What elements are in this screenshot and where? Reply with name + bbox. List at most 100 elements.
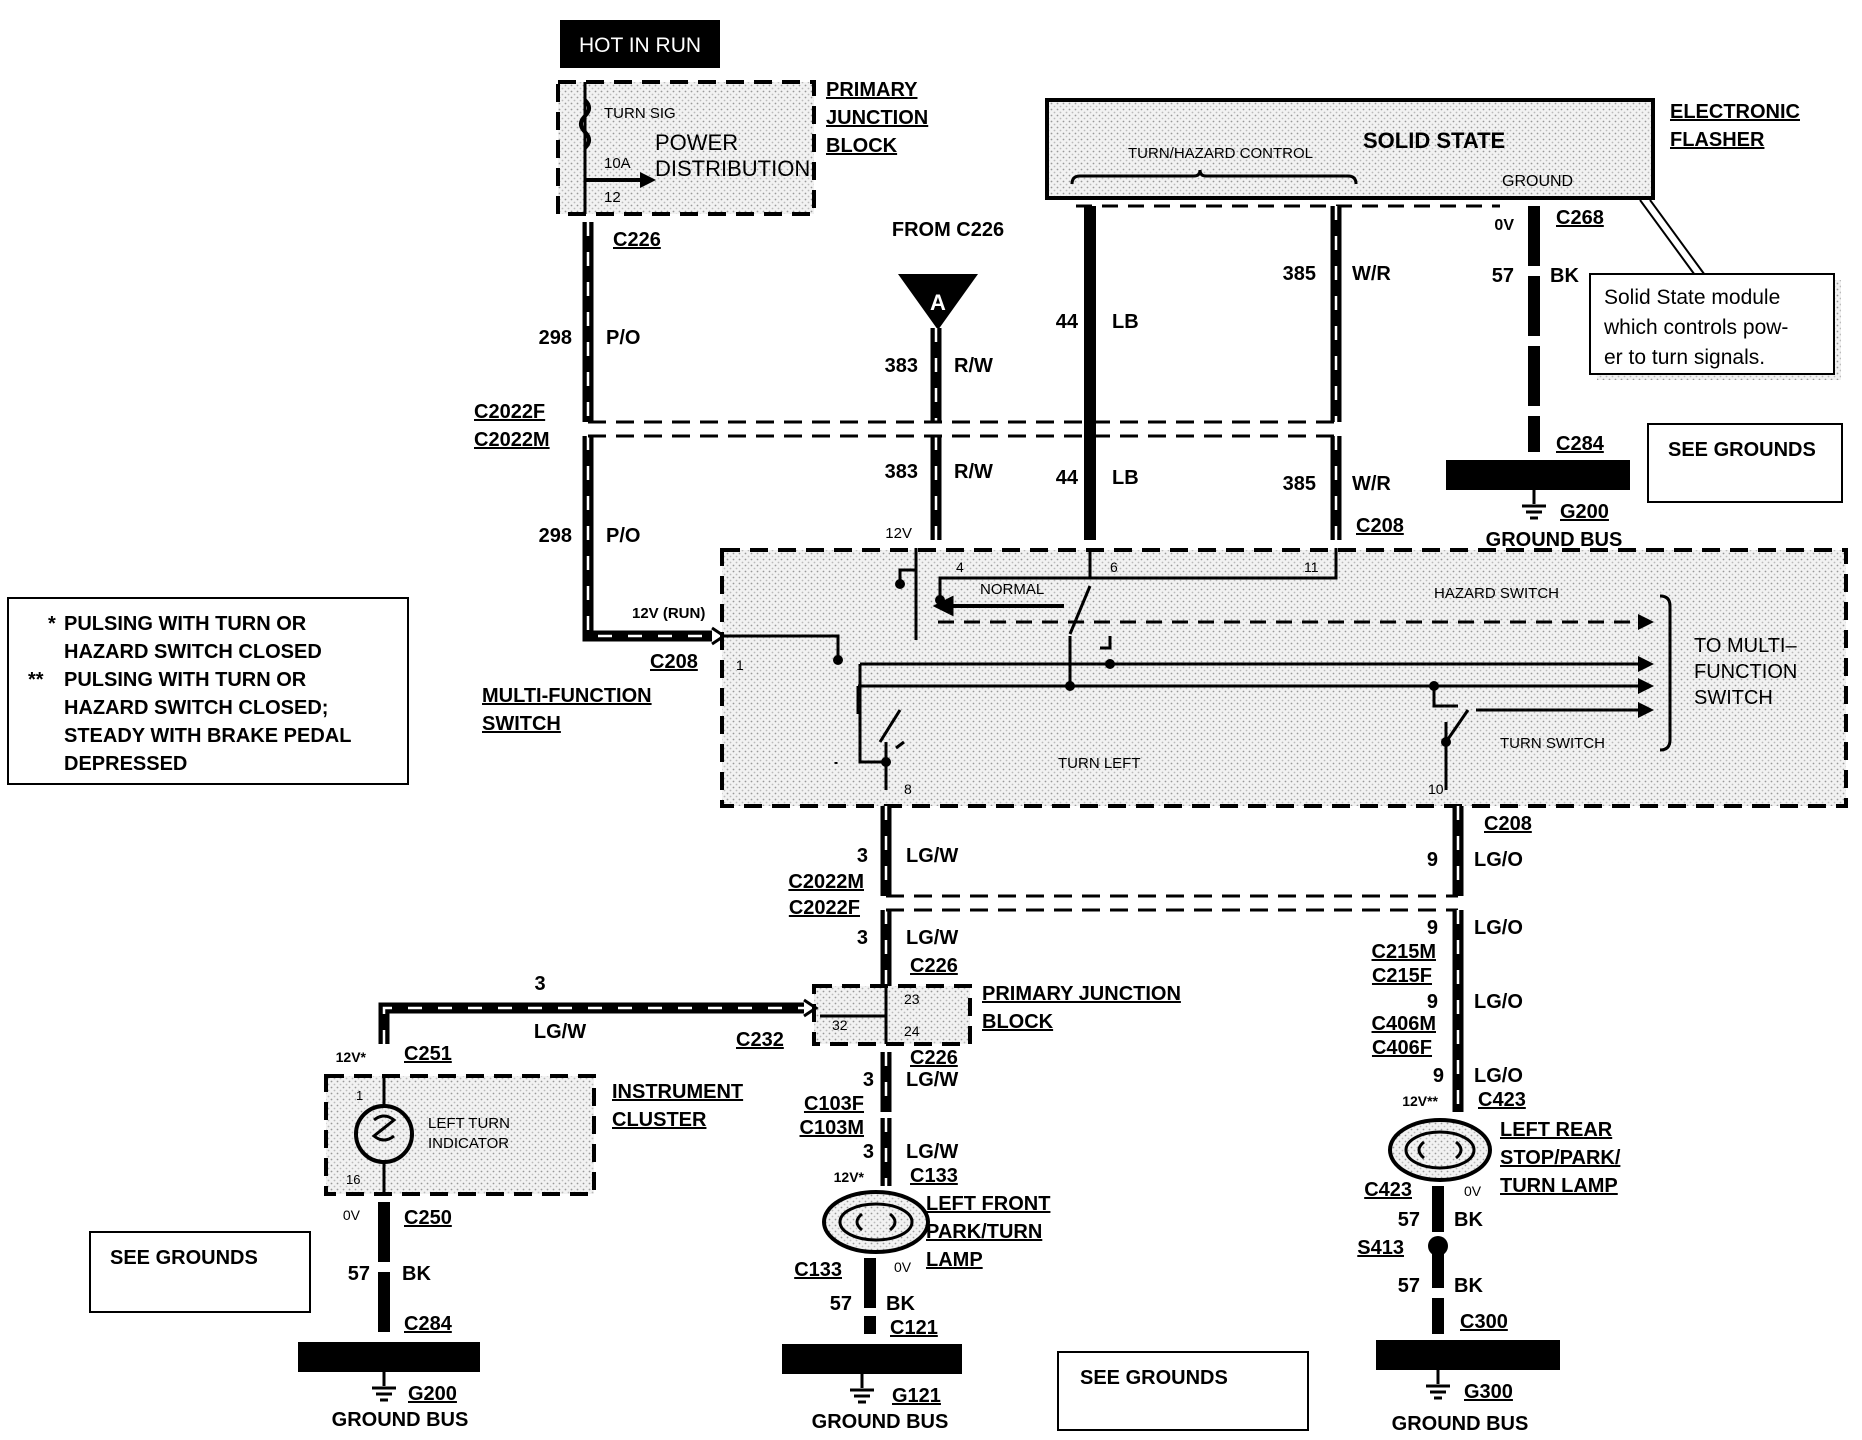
ground-bus-g200-top (1446, 460, 1630, 490)
multifunction-switch-box (720, 548, 1848, 808)
lb-v12: 12V* (834, 1169, 865, 1185)
flasher-ground-voltage: 0V (1494, 217, 1514, 234)
rb-c215m: C215M (1372, 941, 1436, 963)
mfs-run-label: 12V (RUN) (632, 605, 705, 622)
svg-text:10A: 10A (604, 155, 631, 172)
rb-c423-bottom: C423 (1364, 1179, 1412, 1201)
lb-wire3-circuit: 3 (863, 1069, 874, 1091)
pjb-pin-24: 24 (904, 1023, 920, 1039)
rb-s413: S413 (1357, 1237, 1404, 1259)
lb-ov: 0V (894, 1259, 912, 1275)
connector-c284-top: C284 (1556, 433, 1605, 455)
wire-44-bottom-circuit: 44 (1056, 467, 1079, 489)
from-c226-label: FROM C226 (892, 219, 1004, 241)
connector-c268: C268 (1556, 207, 1604, 229)
svg-text:er to turn signals.: er to turn signals. (1604, 346, 1765, 369)
connector-c226-top: C226 (613, 229, 661, 251)
g200-top-label: G200 (1560, 501, 1609, 523)
rb-c300: C300 (1460, 1311, 1508, 1333)
wire-385-bottom-circuit: 385 (1283, 473, 1316, 495)
mfs-arrows (1638, 614, 1654, 718)
lr-lamp-title-1: LEFT REAR (1500, 1119, 1613, 1141)
lb-c226-top: C226 (910, 955, 958, 977)
rb-c406f: C406F (1372, 1037, 1432, 1059)
wire-44-top-color: LB (1112, 311, 1139, 333)
rb-wire1-circuit: 9 (1427, 849, 1438, 871)
rb-wire5-color: BK (1454, 1209, 1483, 1231)
mfs-turn-switch: TURN SWITCH (1500, 735, 1605, 752)
svg-text:**: ** (28, 669, 44, 691)
cluster-gnd-circuit: 57 (348, 1263, 370, 1285)
lb-wire5-color: BK (886, 1293, 915, 1315)
mfs-pin-10: 10 (1428, 781, 1444, 797)
rb-wire2-color: LG/O (1474, 917, 1523, 939)
splice-s413 (1428, 1236, 1448, 1256)
cluster-indicator-1: LEFT TURN (428, 1115, 510, 1132)
svg-text:TURN/HAZARD CONTROL: TURN/HAZARD CONTROL (1128, 145, 1313, 162)
wire-44-top-circuit: 44 (1056, 311, 1079, 333)
legend-box: * PULSING WITH TURN OR HAZARD SWITCH CLO… (7, 597, 409, 785)
rb-c423-top: C423 (1478, 1089, 1526, 1111)
cluster-c250: C250 (404, 1207, 452, 1229)
mfs-pin-6: 6 (1110, 559, 1118, 575)
lb-c133-bottom: C133 (794, 1259, 842, 1281)
ground-symbol-g200-bottom (372, 1372, 396, 1402)
svg-text:HOT IN RUN: HOT IN RUN (579, 34, 701, 57)
mfs-pin-11: 11 (1304, 559, 1319, 575)
svg-text:HAZARD SWITCH CLOSED: HAZARD SWITCH CLOSED (64, 641, 322, 663)
ground-bus-g300 (1376, 1340, 1560, 1370)
cluster-g200: G200 (408, 1383, 457, 1405)
lf-lamp-title-3: LAMP (926, 1249, 983, 1271)
cluster-title-1: INSTRUMENT (612, 1081, 743, 1103)
svg-text:which controls pow-: which controls pow- (1603, 316, 1788, 339)
hot-in-run-tag: HOT IN RUN (560, 20, 720, 68)
svg-text:*: * (48, 613, 56, 635)
lr-lamp-title-3: TURN LAMP (1500, 1175, 1618, 1197)
electronic-flasher: TURN/HAZARD CONTROL SOLID STATE GROUND (1045, 98, 1655, 200)
wire-298-top-circuit: 298 (539, 327, 572, 349)
mfs-title-2: SWITCH (482, 713, 561, 735)
lb-wire4-color: LG/W (906, 1141, 958, 1163)
see-grounds-1: SEE GROUNDS (1668, 439, 1816, 461)
cluster-wire-circuit: 3 (534, 973, 545, 995)
pjb-bottom-internal (820, 986, 888, 1044)
wire-385-top-circuit: 385 (1283, 263, 1316, 285)
see-grounds-3: SEE GROUNDS (1080, 1367, 1228, 1389)
ground-bus-g200-bottom-label: GROUND BUS (332, 1409, 469, 1431)
mfs-turn-left: TURN LEFT (1058, 755, 1141, 772)
off-page-connector-a: A (898, 274, 978, 330)
rb-ov: 0V (1464, 1183, 1482, 1199)
svg-text:Solid State module: Solid State module (1604, 286, 1780, 309)
rb-wire1-color: LG/O (1474, 849, 1523, 871)
lb-c2022f: C2022F (789, 897, 860, 919)
rb-wire6-color: BK (1454, 1275, 1483, 1297)
lb-c226-bottom: C226 (910, 1047, 958, 1069)
rb-wire5-circuit: 57 (1398, 1209, 1420, 1231)
mfs-normal: NORMAL (980, 581, 1044, 598)
lf-lamp-title-2: PARK/TURN (926, 1221, 1042, 1243)
see-grounds-box-2 (89, 1231, 311, 1313)
connector-c2022m-top: C2022M (474, 429, 550, 451)
left-front-lamp (822, 1190, 930, 1254)
g121-label: G121 (892, 1385, 941, 1407)
lb-c103f: C103F (804, 1093, 864, 1115)
connector-c2022f-top: C2022F (474, 401, 545, 423)
lb-wire2-circuit: 3 (857, 927, 868, 949)
ground-symbol-g121 (850, 1374, 874, 1404)
ground-bus-g121-label: GROUND BUS (812, 1411, 949, 1433)
wire-383-top-circuit: 383 (885, 355, 918, 377)
svg-text:PULSING WITH TURN OR: PULSING WITH TURN OR (64, 613, 307, 635)
svg-text:GROUND: GROUND (1502, 173, 1573, 190)
lb-wire5-circuit: 57 (830, 1293, 852, 1315)
mfs-to-multi-1: TO MULTI– (1694, 635, 1797, 657)
rb-c215f: C215F (1372, 965, 1432, 987)
wire-383-top-color: R/W (954, 355, 993, 377)
cluster-v12: 12V* (336, 1049, 367, 1065)
rb-wire3-circuit: 9 (1427, 991, 1438, 1013)
mfs-connector-c208: C208 (650, 651, 698, 673)
wire-385-bottom-color: W/R (1352, 473, 1391, 495)
cluster-ov: 0V (343, 1207, 361, 1223)
svg-text:12: 12 (604, 189, 621, 206)
mfs-title-1: MULTI-FUNCTION (482, 685, 652, 707)
wire-383-bottom-color: R/W (954, 461, 993, 483)
